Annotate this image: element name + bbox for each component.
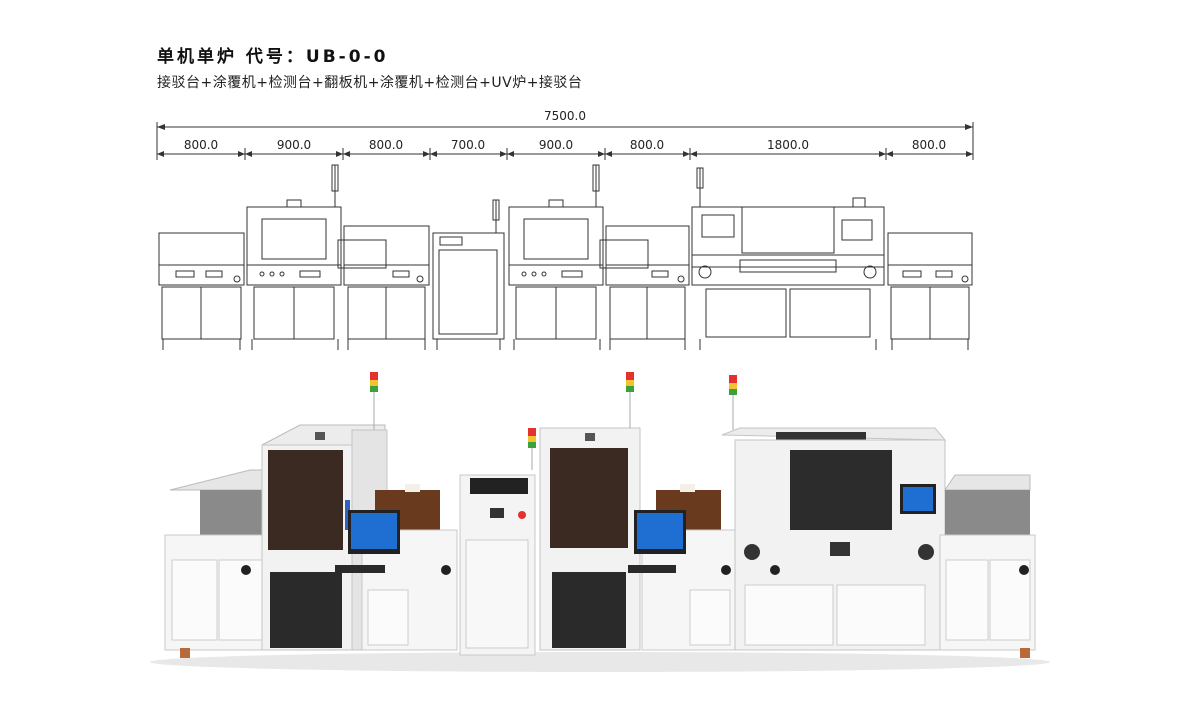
dimension-label: 800.0 <box>184 138 218 152</box>
dimension-label: 900.0 <box>277 138 311 152</box>
render-conveyor-right <box>939 474 1036 658</box>
dimension-label: 700.0 <box>451 138 485 152</box>
dimension-label: 800.0 <box>369 138 403 152</box>
front-elevation-drawing <box>158 164 973 350</box>
render-coater-2 <box>528 372 641 651</box>
dimension-total: 7500.0 <box>544 109 586 123</box>
render-flipper <box>459 474 536 656</box>
drawing-inspection-2 <box>599 225 690 350</box>
drawing-uv-oven <box>691 167 885 350</box>
render-uv-oven <box>721 375 947 651</box>
drawing-conveyor-right <box>887 232 973 350</box>
render-inspection-2 <box>628 484 739 651</box>
line-description: 接驳台+涂覆机+检测台+翻板机+涂覆机+检测台+UV炉+接驳台 <box>157 75 583 91</box>
floor-shadow <box>150 652 1050 672</box>
dimension-label: 800.0 <box>912 138 946 152</box>
drawing-conveyor-left <box>158 232 245 350</box>
drawing-flipper <box>432 199 505 350</box>
drawing-coater-2 <box>508 164 604 350</box>
dimension-label: 1800.0 <box>767 138 809 152</box>
machine-rendering <box>150 372 1050 672</box>
drawing-inspection-1 <box>337 225 430 350</box>
page-title: 单机单炉 代号：UB-0-0 <box>157 47 389 67</box>
dimension-label: 900.0 <box>539 138 573 152</box>
dimension-arrows <box>157 124 973 157</box>
drawing-coater-1 <box>246 164 342 350</box>
dimension-label: 800.0 <box>630 138 664 152</box>
render-conveyor-left <box>164 469 271 658</box>
render-inspection-1 <box>335 484 458 651</box>
